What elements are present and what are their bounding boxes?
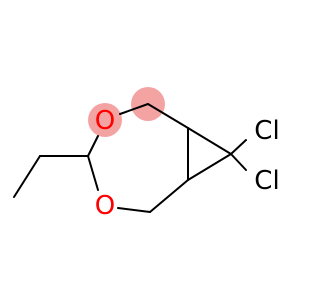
bond-ethyl-ch3 (13, 155, 41, 198)
atom-chlorine-top: Cl (254, 116, 279, 146)
highlight-oxygen-top (88, 103, 122, 137)
bond-cyclopropane-bottom (187, 153, 232, 181)
bond-ch2-to-ring-top (147, 103, 189, 129)
molecule-diagram: O O Cl Cl (13, 87, 280, 221)
bond-o-bottom-to-ch2 (117, 207, 151, 213)
atom-oxygen-bottom: O (95, 191, 115, 221)
bond-c-cl-top (230, 139, 247, 155)
bond-acetal-to-o-bottom (87, 155, 99, 191)
atom-oxygen-top: O (95, 106, 115, 136)
bond-o-top-to-ch2 (119, 103, 149, 115)
bond-ch2-to-ring-bottom (149, 179, 189, 213)
bond-cyclopropane-top (187, 127, 232, 155)
atom-chlorine-bottom: Cl (254, 166, 279, 196)
bonds (13, 103, 247, 213)
bond-c-cl-bottom (230, 153, 247, 171)
bond-acetal-to-o-top (87, 135, 99, 157)
